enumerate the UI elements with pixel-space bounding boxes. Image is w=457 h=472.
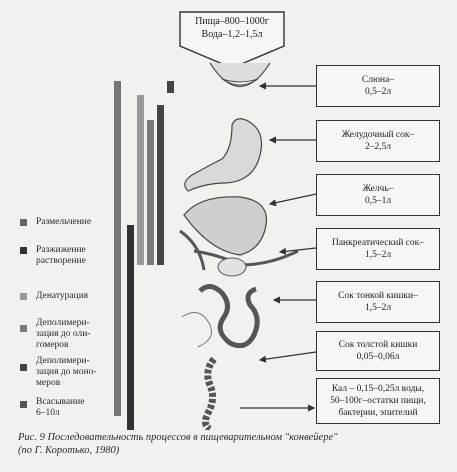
- caption-line1: Рис. 9 Последовательность процессов в пи…: [18, 432, 338, 443]
- secretion-amount: 1,5–2л: [364, 250, 392, 260]
- arrows: [240, 82, 317, 412]
- legend-swatch-denaturation: [20, 293, 27, 300]
- secretion-box-saliva: Слюна– 0,5–2л: [316, 65, 440, 107]
- intake-label: Пища–800–1000г Вода–1,2–1,5л: [181, 15, 283, 41]
- intake-water: Вода–1,2–1,5л: [201, 29, 263, 40]
- secretion-box-small-intestine: Сок тонкой кишки– 1,5–2л: [316, 281, 440, 323]
- bar-liquefaction: [127, 225, 134, 430]
- process-bars: [114, 81, 174, 430]
- secretion-amount: 0,5–1л: [364, 196, 392, 206]
- excretion-box: Кал – 0,15–0,25л воды, 50–100г–остатки п…: [316, 378, 440, 424]
- legend-swatch-depolymer-oligo: [20, 325, 27, 332]
- legend-swatch-grinding: [20, 219, 27, 226]
- pancreas-icon: [179, 229, 299, 277]
- arrow-large-intestine: [258, 351, 317, 363]
- organ-illustrations: [179, 62, 299, 430]
- legend-swatch-absorption: [20, 401, 27, 408]
- legend-label-absorption: Всасывание 6–10л: [36, 397, 85, 418]
- secretion-amount: 0,05–0,06л: [356, 352, 400, 362]
- secretion-name: Сок тонкой кишки–: [338, 291, 418, 301]
- intake-food: Пища–800–1000г: [195, 16, 269, 27]
- liver-icon: [183, 196, 268, 256]
- arrow-bile: [268, 193, 317, 207]
- small-intestine-icon: [181, 284, 260, 349]
- secretion-box-bile: Желчь– 0,5–1л: [316, 174, 440, 216]
- secretion-name: Желудочный сок–: [341, 130, 415, 140]
- excretion-line3: бактерии, эпителий: [338, 408, 418, 418]
- excretion-line1: Кал – 0,15–0,25л воды,: [331, 384, 425, 394]
- secretion-amount: 1,5–2л: [364, 303, 392, 313]
- secretion-box-pancreatic: Панкреатический сок– 1,5–2л: [316, 228, 440, 270]
- secretion-name: Желчь–: [362, 184, 394, 194]
- excretion-line2: 50–100г–остатки пищи,: [330, 396, 426, 406]
- secretion-box-gastric: Желудочный сок– 2–2,5л: [316, 120, 440, 162]
- legend-label-depolymer-mono: Деполимери-зация до моно-меров: [36, 356, 97, 388]
- secretion-amount: 0,5–2л: [364, 87, 392, 97]
- legend-label-grinding: Размельчение: [36, 217, 92, 227]
- legend-label-depolymer-oligo: Деполимери-зация до оли-гомеров: [36, 318, 91, 350]
- secretion-box-large-intestine: Сок толстой кишки 0,05–0,06л: [316, 331, 440, 371]
- legend-label-liquefaction: Разжижение растворение: [36, 245, 86, 266]
- caption-line2: (по Г. Коротько, 1980): [18, 445, 120, 456]
- bar-absorption: [167, 81, 174, 93]
- stomach-icon: [184, 118, 263, 192]
- secretion-name: Панкреатический сок–: [331, 238, 424, 248]
- legend-swatch-depolymer-mono: [20, 364, 27, 371]
- bar-denaturation: [137, 95, 144, 265]
- intake-arrow-shape: [179, 11, 285, 69]
- legend-label-denaturation: Денатурация: [36, 291, 89, 301]
- bar-depolymer-mono: [157, 105, 164, 265]
- figure-caption: Рис. 9 Последовательность процессов в пи…: [18, 431, 448, 457]
- arrow-pancreatic: [278, 247, 317, 255]
- legend-swatch-liquefaction: [20, 247, 27, 254]
- bar-depolymer-oligo: [147, 120, 154, 265]
- secretion-name: Сок толстой кишки: [338, 340, 418, 350]
- secretion-name: Слюна–: [361, 75, 395, 85]
- large-intestine-icon: [201, 356, 217, 430]
- mouth-icon: [209, 62, 271, 88]
- secretion-amount: 2–2,5л: [364, 142, 392, 152]
- bar-grinding: [114, 81, 121, 416]
